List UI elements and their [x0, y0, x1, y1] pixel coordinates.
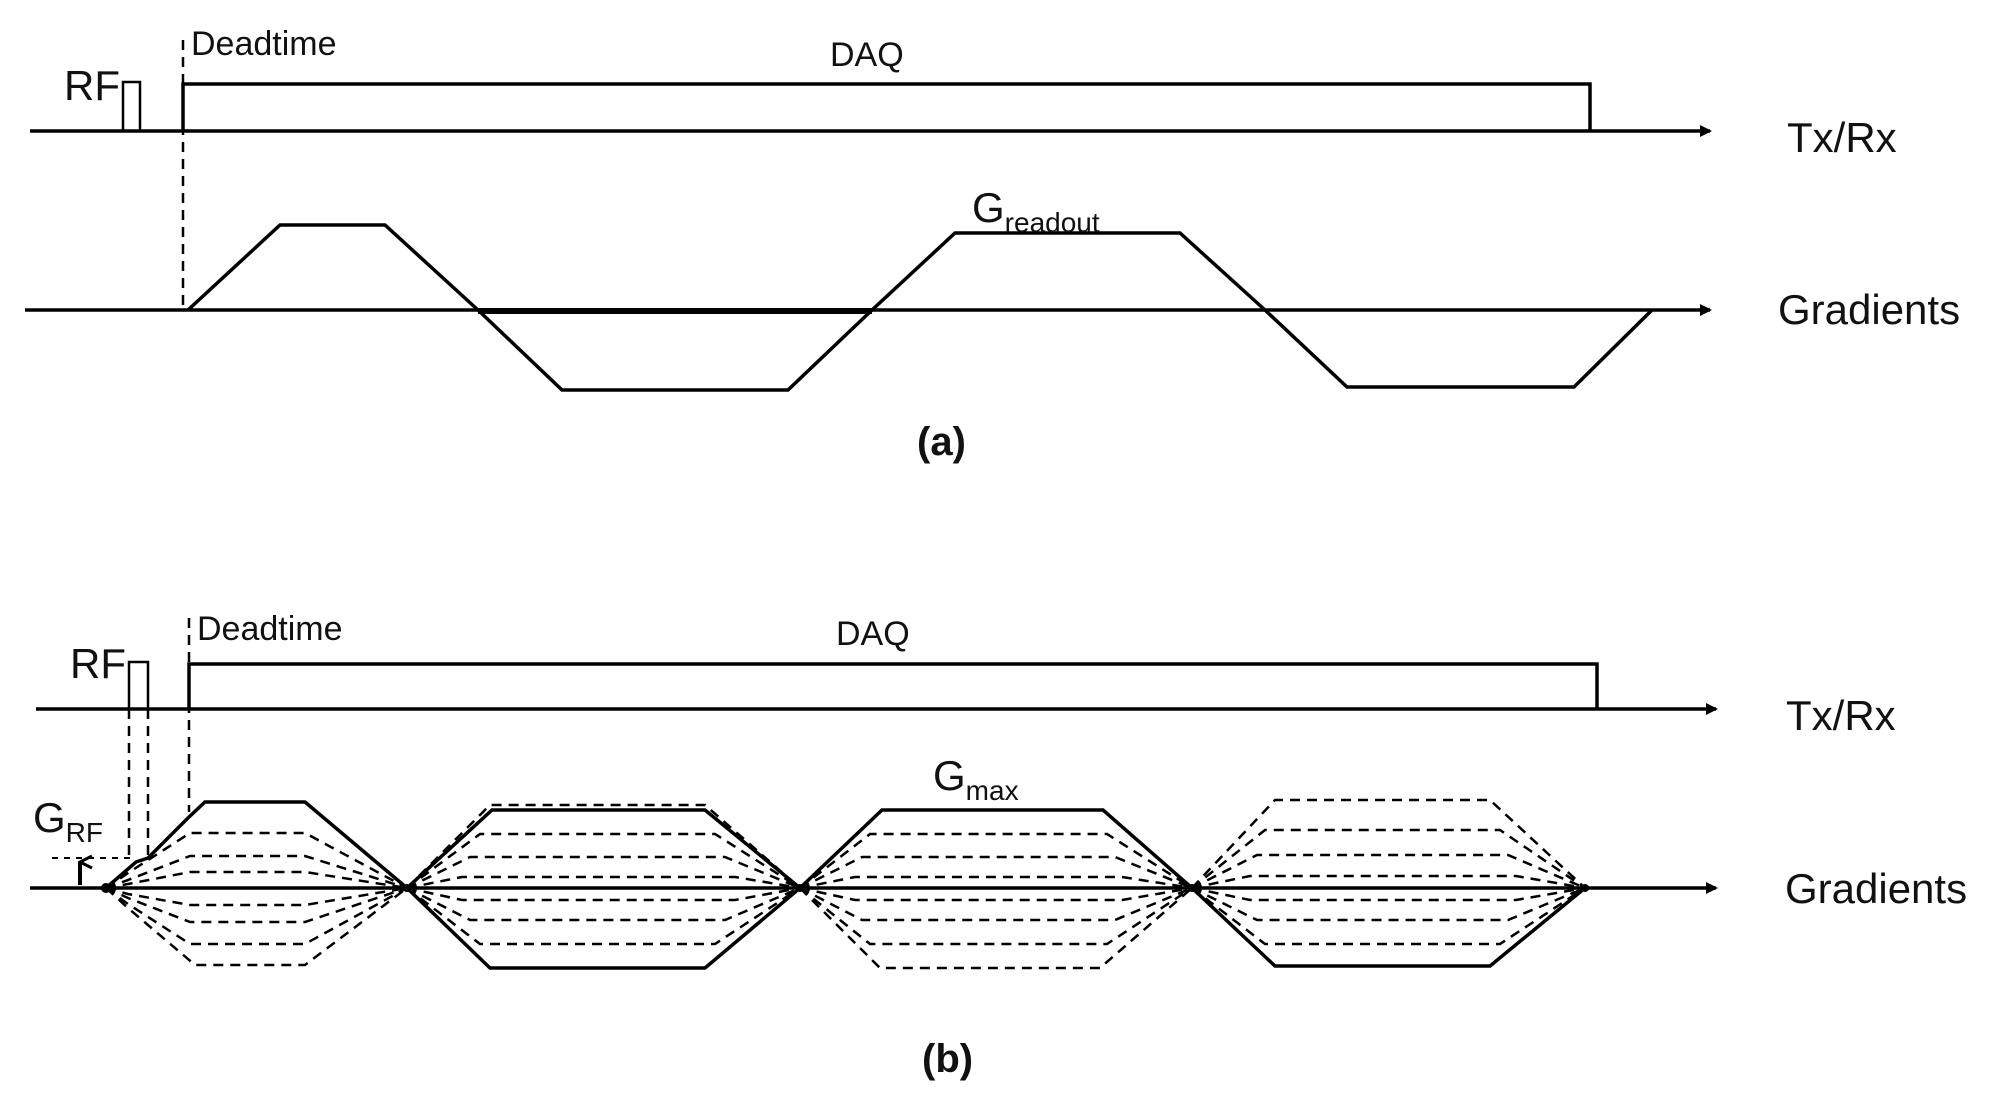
deadtime-label-a: Deadtime	[191, 25, 337, 63]
gmax-label: Gmax	[933, 752, 1019, 806]
grf-symbol: G	[33, 794, 66, 841]
gradient-family-dashed	[105, 798, 1586, 970]
daq-label-b: DAQ	[836, 615, 910, 653]
family-seg4-up4	[1191, 874, 1586, 890]
txrx-label-a: Tx/Rx	[1787, 114, 1897, 161]
family-seg3-up4	[799, 875, 1193, 890]
panel-b: RF Deadtime DAQ Tx/Rx Gradients Gmax GRF…	[30, 610, 1967, 1081]
gmax-envelope-upper	[104, 800, 1194, 891]
gradients-label-a: Gradients	[1778, 286, 1960, 333]
readout-gradient-subscript: readout	[1005, 207, 1100, 238]
txrx-label-b: Tx/Rx	[1786, 692, 1896, 739]
readout-gradient-waveform	[186, 223, 1654, 392]
rf-label-b: RF	[70, 640, 126, 687]
family-seg3-dn3	[799, 886, 1193, 946]
node-4	[1581, 884, 1589, 892]
gmax-envelope-lower	[405, 886, 802, 970]
gmax-envelope-lower-2	[1190, 886, 1587, 968]
gradients-label-b: Gradients	[1785, 865, 1967, 912]
family-seg1-dn3	[105, 886, 408, 946]
gmax-subscript: max	[966, 775, 1019, 806]
node-2	[796, 884, 804, 892]
rf-pulse-b	[127, 660, 150, 709]
family-seg4-up2	[1191, 828, 1586, 890]
family-seg2-up2	[406, 832, 801, 890]
family-seg1-up3	[105, 870, 408, 890]
gmax-symbol: G	[933, 752, 966, 799]
caption-a: (a)	[917, 420, 966, 464]
family-seg1-up	[105, 831, 408, 890]
family-seg3-dn1	[799, 886, 1193, 902]
panel-a: RF Deadtime DAQ Tx/Rx Gradients Greadout…	[25, 25, 1960, 464]
family-seg3-dn4	[799, 887, 1193, 970]
family-seg2-dn3	[406, 886, 801, 946]
readout-gradient-label: Greadout	[972, 184, 1100, 238]
family-seg4-dn1	[1191, 886, 1586, 902]
family-seg1-up2	[105, 854, 408, 890]
caption-b: (b)	[922, 1037, 973, 1081]
family-seg4-up3	[1191, 853, 1586, 890]
daq-window-b	[187, 662, 1599, 709]
daq-window-a	[181, 82, 1592, 131]
family-seg3-up2	[799, 832, 1193, 890]
family-seg2-up3	[406, 855, 801, 890]
family-seg3-up3	[799, 855, 1193, 890]
family-seg2-dn2	[406, 886, 801, 922]
rf-pulse-a	[121, 80, 142, 131]
grf-label: GRF	[33, 794, 103, 848]
rf-label-a: RF	[64, 62, 120, 109]
family-seg1-dn4	[105, 887, 408, 967]
family-seg4-up1	[1191, 798, 1586, 889]
node-3	[1188, 884, 1196, 892]
daq-label-a: DAQ	[830, 36, 904, 74]
deadtime-label-b: Deadtime	[197, 610, 343, 648]
family-seg3-dn2	[799, 886, 1193, 922]
family-seg2-up1	[406, 803, 801, 889]
family-seg4-dn3	[1191, 886, 1586, 946]
grf-subscript: RF	[66, 817, 103, 848]
family-seg1-dn1	[105, 886, 408, 907]
family-seg2-up4	[406, 875, 801, 890]
readout-gradient-symbol: G	[972, 184, 1005, 231]
family-seg4-dn2	[1191, 886, 1586, 922]
family-seg1-dn2	[105, 886, 408, 924]
family-seg2-dn1	[406, 886, 801, 902]
node-1	[403, 884, 411, 892]
